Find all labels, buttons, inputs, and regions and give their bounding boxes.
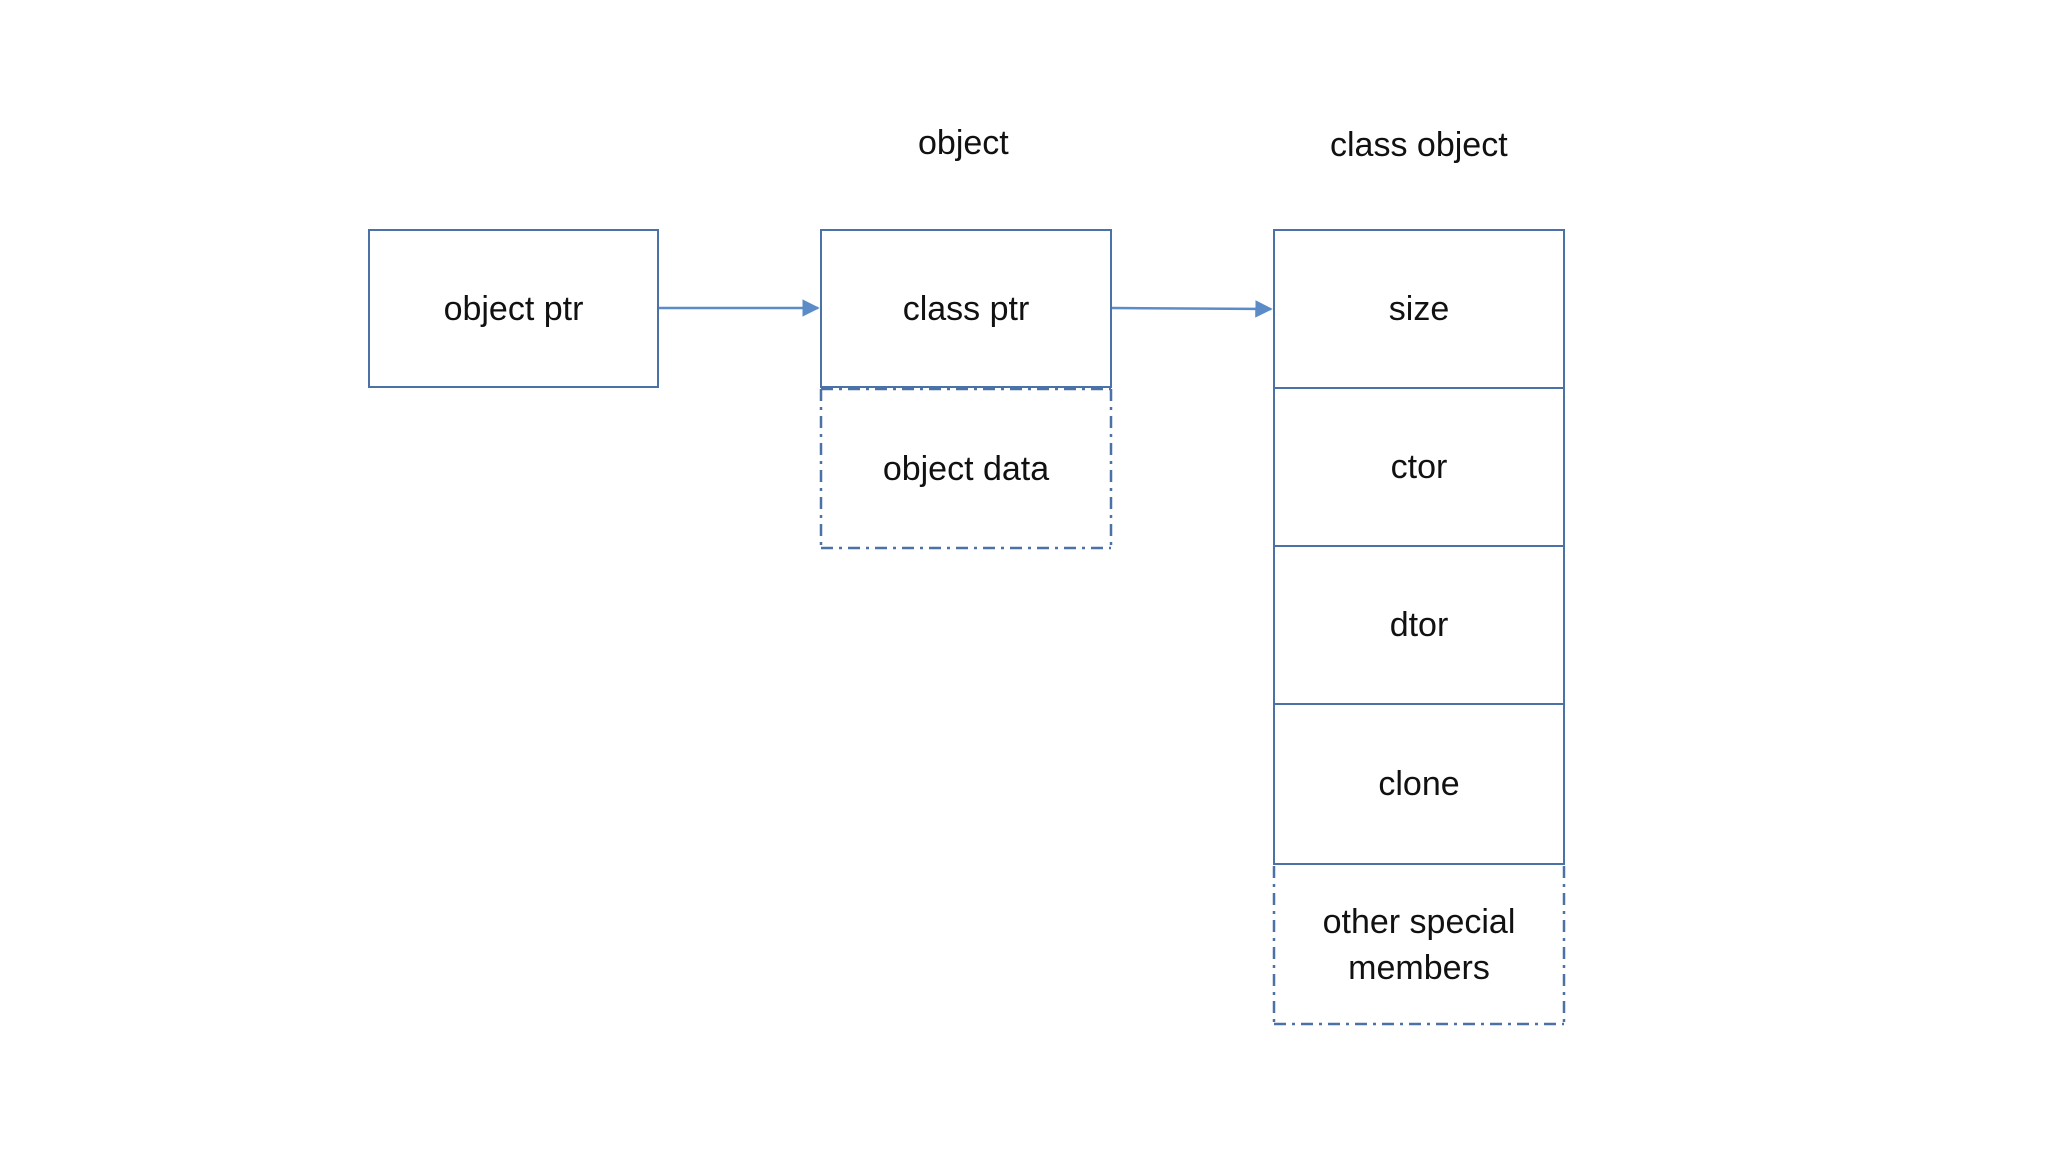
object-ptr-box: object ptr [368,229,659,388]
other-special-members-box: other special members [1273,865,1565,1025]
class-ptr-label: class ptr [902,289,1030,328]
ctor-box: ctor [1273,387,1565,547]
class-object-header: class object [1330,126,1508,164]
clone-label: clone [1378,765,1460,803]
class-ptr-box: class ptr [820,229,1112,388]
ctor-label: ctor [1390,448,1448,486]
object-data-box: object data [820,388,1112,549]
size-label: size [1388,290,1450,328]
dtor-label: dtor [1389,606,1449,644]
size-box: size [1273,229,1565,389]
dtor-box: dtor [1273,545,1565,705]
arrow-class-ptr-to-class-object [1111,300,1273,318]
object-data-label: object data [882,449,1050,488]
other-special-members-label: other special members [1322,903,1516,987]
clone-box: clone [1273,703,1565,865]
object-ptr-label: object ptr [443,289,584,328]
object-header: object [918,124,1009,162]
